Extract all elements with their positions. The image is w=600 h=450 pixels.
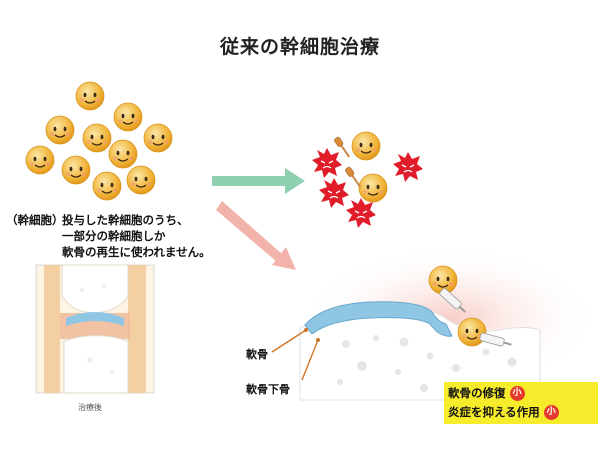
- caption-text: 投与した幹細胞のうち、 一部分の幹細胞しか 軟骨の再生に使われません。: [62, 212, 272, 260]
- stem-cell: [143, 123, 173, 153]
- cartilage-label: 軟骨: [246, 348, 268, 361]
- damaged-cells-group: [311, 131, 424, 229]
- knee-illustration: [35, 264, 155, 394]
- label-leaders: [271, 328, 320, 381]
- hammer-icon: [344, 165, 364, 190]
- caption-line: 軟骨の再生に使われません。: [62, 245, 211, 259]
- stem-cell: [457, 317, 487, 347]
- stem-cell: [61, 155, 91, 185]
- stem-cell: [126, 165, 156, 195]
- result-text: 軟骨の修復: [448, 386, 506, 400]
- caption-line: 投与した幹細胞のうち、: [62, 213, 189, 227]
- result-text: 炎症を抑える作用: [448, 405, 540, 419]
- level-badge: 小: [509, 386, 525, 401]
- stem-cell: [45, 115, 75, 145]
- stem-cell: [108, 139, 138, 169]
- syringe-icon: [439, 288, 467, 313]
- result-row: 軟骨の修復小: [448, 384, 594, 403]
- stem-cell: [25, 145, 55, 175]
- stem-cell: [351, 131, 381, 161]
- result-row: 炎症を抑える作用小: [448, 403, 594, 422]
- caption-line: 一部分の幹細胞しか: [62, 229, 166, 243]
- syringe-icon: [479, 332, 512, 347]
- pink-arrow: [216, 201, 296, 270]
- joint-cross-section: [299, 246, 600, 401]
- damaged-cell-icon: [345, 197, 377, 229]
- stem-cell-cluster: [25, 81, 173, 201]
- damaged-cell-icon: [392, 151, 424, 183]
- damaged-cell-icon: [311, 147, 343, 179]
- level-badge: 小: [543, 405, 559, 420]
- stem-cell-label: （幹細胞）: [6, 213, 64, 227]
- knee-caption: 治療後: [78, 403, 102, 412]
- stem-cell: [358, 173, 388, 203]
- page-title: 従来の幹細胞治療: [219, 36, 380, 58]
- subchondral-bone-label: 軟骨下骨: [246, 383, 290, 396]
- stem-cell: [92, 171, 122, 201]
- stem-cell: [82, 123, 112, 153]
- stem-cell: [75, 81, 105, 111]
- damaged-cell-icon: [318, 177, 350, 209]
- stem-cell: [113, 102, 143, 132]
- result-box: 軟骨の修復小 炎症を抑える作用小: [444, 382, 598, 424]
- green-arrow: [212, 168, 305, 194]
